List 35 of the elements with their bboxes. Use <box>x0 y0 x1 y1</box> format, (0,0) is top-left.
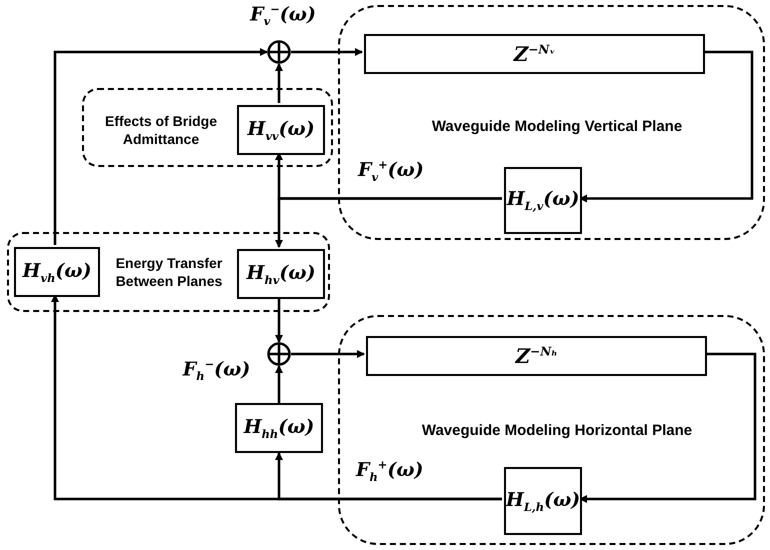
dashed-group-frame <box>338 5 765 240</box>
signal-arrow <box>275 197 502 248</box>
formula: H$_{hh}$(ω) <box>244 416 314 440</box>
signal-arrow <box>275 297 283 343</box>
dashed-group-frame <box>82 88 333 167</box>
signal-label: F$_{h}$$^{−}$(ω) <box>182 356 250 384</box>
transfer-function-block <box>14 247 100 297</box>
group-title: Waveguide Modeling Horizontal Plane <box>420 421 694 442</box>
summing-junction <box>267 342 291 366</box>
formula: H$_{L,v}$(ω) <box>506 188 580 213</box>
transfer-function-block <box>237 105 325 155</box>
formula: H$_{vv}$(ω) <box>247 118 315 142</box>
transfer-function-block <box>504 467 582 535</box>
formula: Z$^{−Nᵥ}$ <box>514 42 556 66</box>
signal-arrow <box>275 365 283 403</box>
formula: H$_{L,h}$(ω) <box>506 488 580 514</box>
signal-arrow <box>291 350 365 358</box>
group-title: Energy Transfer Between Planes <box>114 254 224 291</box>
signal-arrow <box>275 63 283 103</box>
formula: Z$^{−Nₕ}$ <box>516 344 558 368</box>
dashed-group-frame <box>338 315 765 545</box>
summing-junction <box>267 40 291 64</box>
transfer-function-block <box>366 336 707 376</box>
transfer-function-block <box>237 249 325 299</box>
transfer-function-block <box>504 167 582 234</box>
signal-arrow <box>54 48 268 245</box>
group-title: Waveguide Modeling Vertical Plane <box>430 117 684 138</box>
signal-label: F$_{v}$$^{−}$(ω) <box>250 2 316 28</box>
signal-arrow <box>291 48 363 56</box>
transfer-function-block <box>235 403 323 453</box>
formula: H$_{vh}$(ω) <box>22 260 92 284</box>
formula: H$_{hv}$(ω) <box>246 262 316 286</box>
dashed-group-frame <box>7 232 330 312</box>
transfer-function-block <box>364 34 705 74</box>
group-title: Effects of Bridge Admittance <box>104 112 218 149</box>
